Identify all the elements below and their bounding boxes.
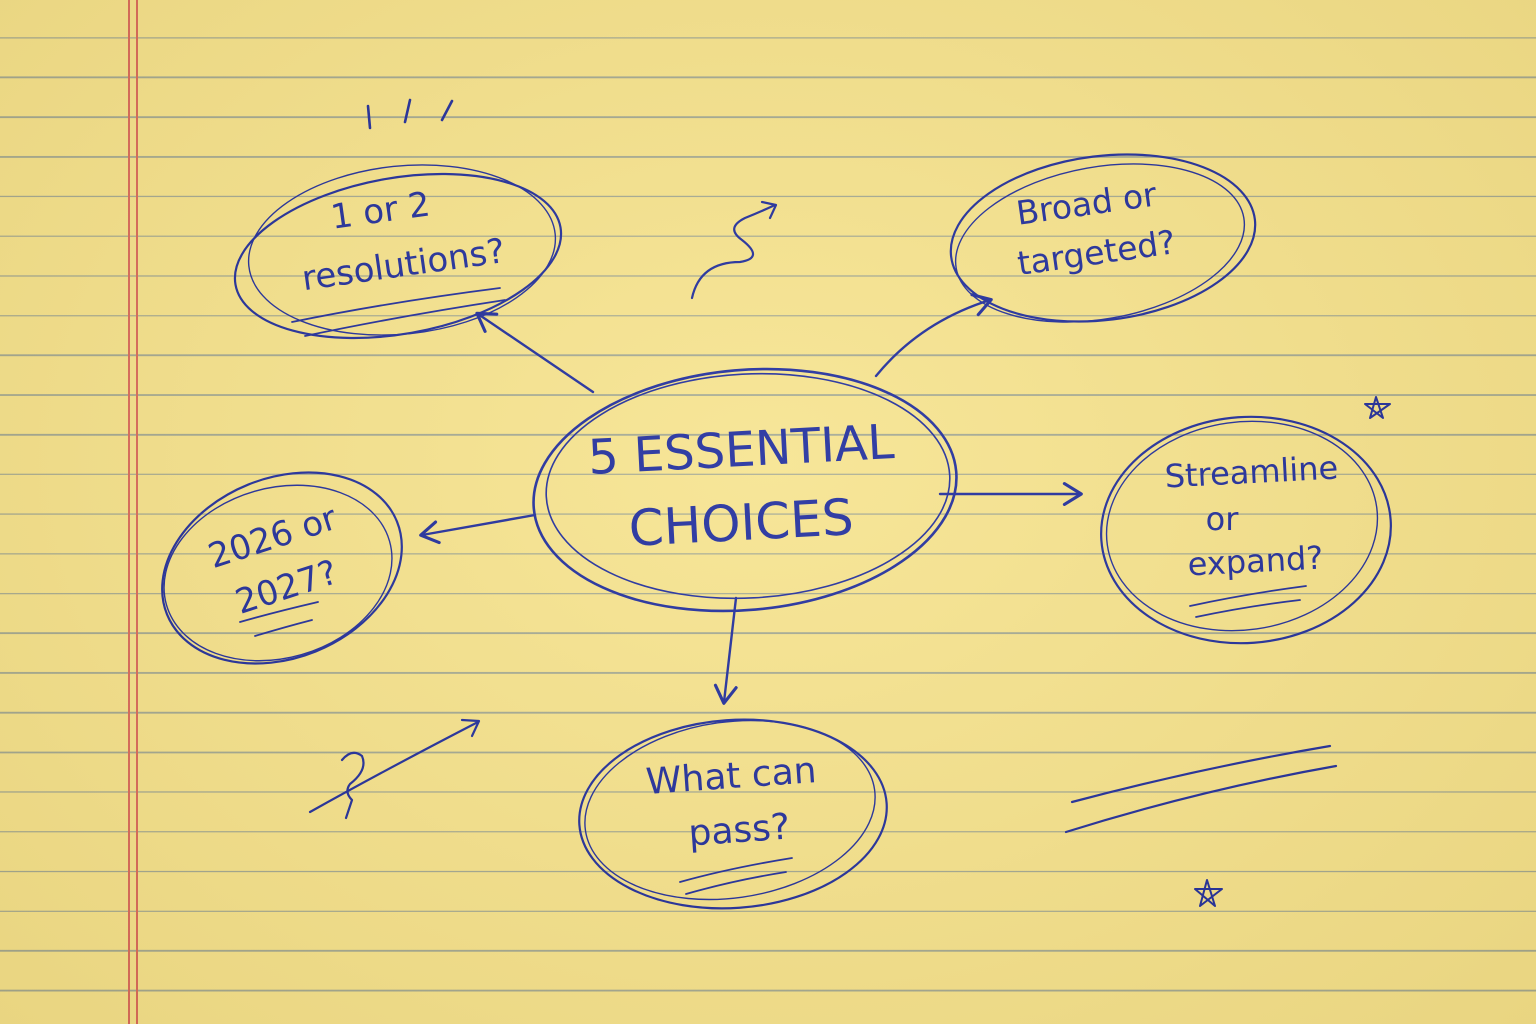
arrow-to-resolutions bbox=[475, 311, 595, 394]
node-resolutions: 1 or 2 resolutions? bbox=[233, 164, 563, 340]
node-whatcanpass: What can pass? bbox=[578, 718, 888, 910]
center-title-line2: CHOICES bbox=[627, 488, 855, 558]
margin-line-secondary bbox=[136, 0, 138, 1024]
arrow-to-year bbox=[419, 513, 537, 545]
arrow-to-broad bbox=[874, 293, 993, 378]
squiggle-arrow-icon bbox=[690, 200, 778, 300]
star-icon bbox=[1364, 396, 1391, 419]
node-streamline-line1: Streamline bbox=[1164, 449, 1339, 496]
node-streamline: Streamline or expand? bbox=[1100, 415, 1392, 645]
center-node: 5 ESSENTIAL CHOICES bbox=[532, 367, 958, 613]
node-streamline-line2: or bbox=[1206, 500, 1240, 538]
node-broad: Broad or targeted? bbox=[949, 153, 1257, 323]
node-whatcanpass-line2: pass? bbox=[687, 807, 791, 855]
star-icon bbox=[1194, 879, 1223, 907]
node-resolutions-line2: resolutions? bbox=[299, 231, 507, 299]
margin-line bbox=[128, 0, 130, 1024]
node-broad-line1: Broad or bbox=[1014, 174, 1160, 232]
emphasis-lines bbox=[1064, 744, 1338, 834]
question-arrow-icon bbox=[308, 718, 481, 820]
node-broad-line2: targeted? bbox=[1015, 222, 1178, 283]
node-resolutions-line1: 1 or 2 bbox=[328, 184, 432, 237]
arrow-to-whatcanpass bbox=[713, 596, 738, 705]
node-year: 2026 or 2027? bbox=[161, 471, 403, 665]
node-whatcanpass-line1: What can bbox=[645, 750, 818, 803]
connectors bbox=[419, 293, 1083, 705]
node-streamline-line3: expand? bbox=[1187, 538, 1324, 583]
center-title-line1: 5 ESSENTIAL bbox=[587, 414, 896, 486]
tick-marks bbox=[366, 98, 454, 130]
